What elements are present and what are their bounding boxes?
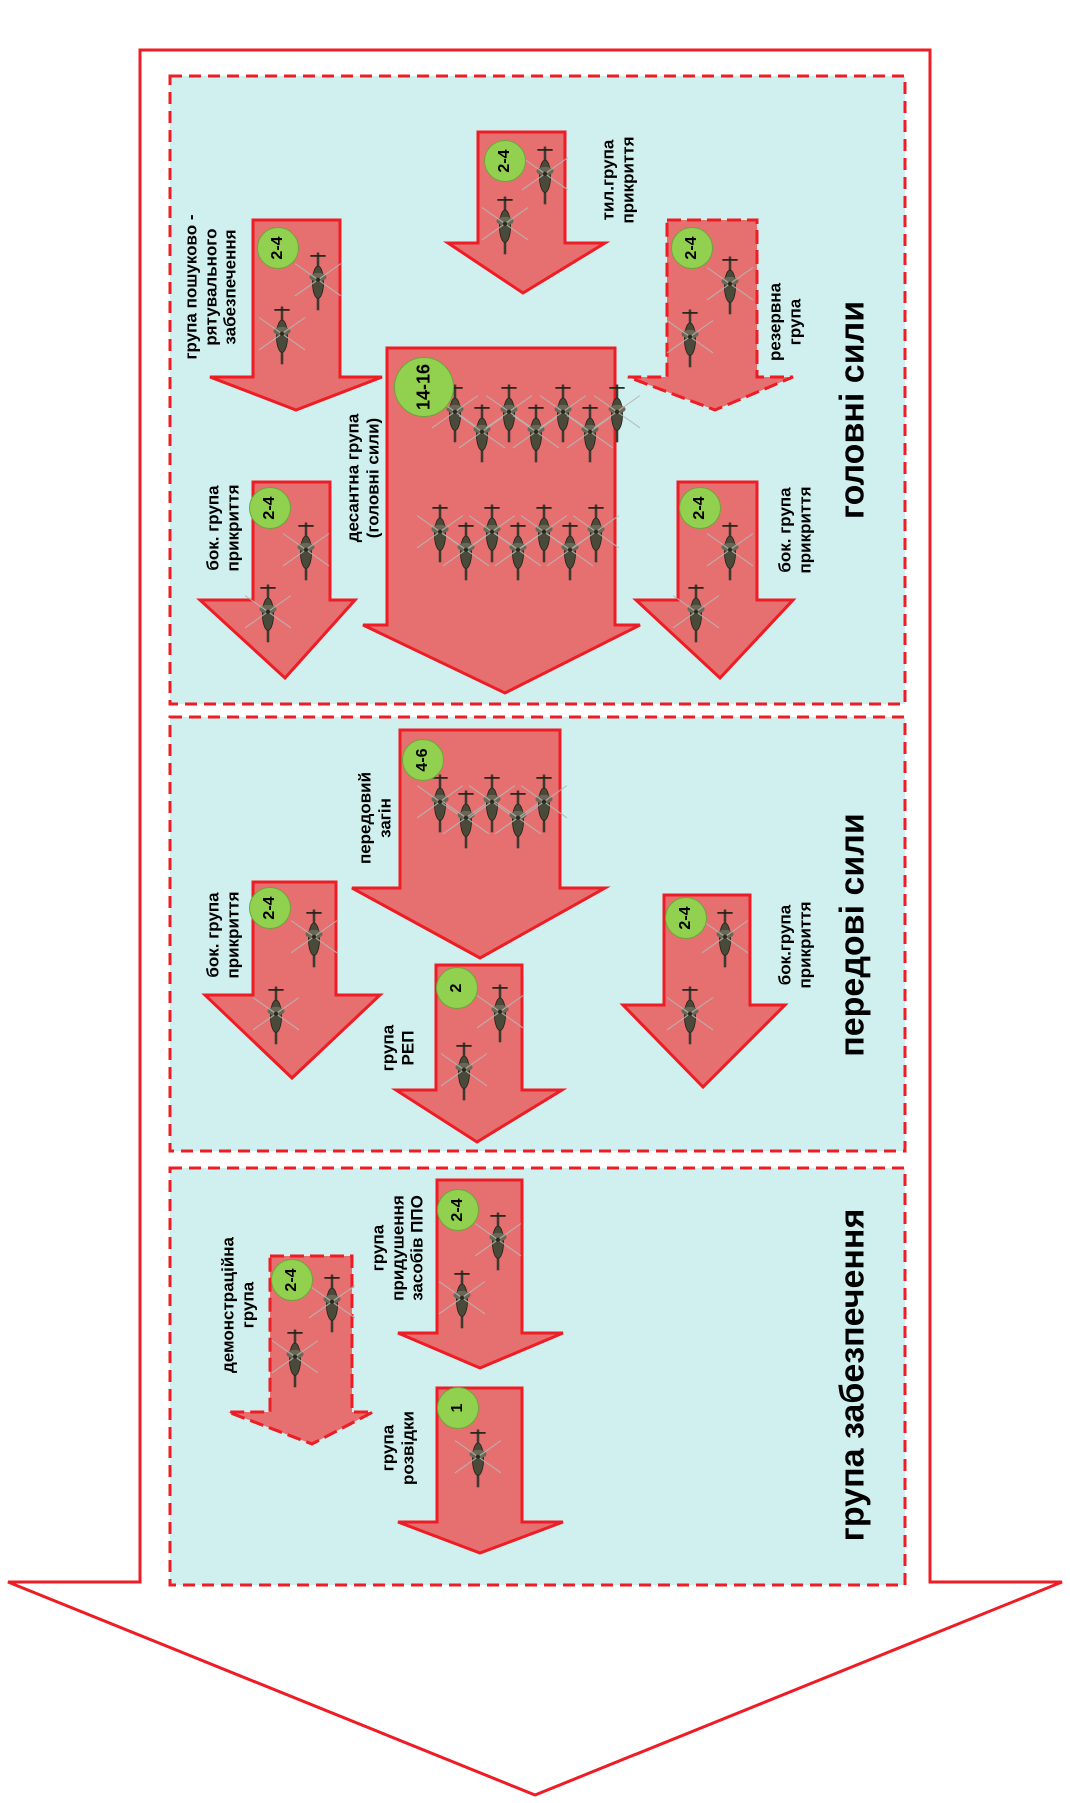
label-flank-left-forward: бок. група прикриття	[203, 891, 242, 979]
count-badge-landing: 14-16	[394, 357, 454, 417]
count-badge-ew: 2	[436, 967, 478, 1009]
label-search-rescue: група пошуково - рятувального забезпечен…	[181, 214, 240, 360]
label-flank-right-forward: бок.група прикриття	[775, 901, 814, 989]
count-badge-rear-cover: 2-4	[484, 140, 526, 182]
label-advance: передовий загін	[355, 771, 394, 865]
count-badge-advance: 4-6	[402, 739, 444, 781]
arrow-flank-right-forward	[619, 893, 789, 1090]
count-badge-search-rescue: 2-4	[257, 227, 299, 269]
arrow-advance	[351, 728, 611, 960]
label-sead: група придушення засобів ППО	[368, 1195, 427, 1301]
count-badge-flank-left-main: 2-4	[249, 487, 291, 529]
label-demo: демонстраційна група	[218, 1237, 257, 1373]
arrow-flank-right-main	[632, 480, 797, 681]
arrow-flank-left-forward	[201, 880, 384, 1081]
arrow-search-rescue	[209, 218, 383, 412]
count-badge-flank-left-forward: 2-4	[249, 887, 291, 929]
label-flank-left-main: бок. група прикриття	[203, 484, 242, 572]
label-flank-right-main: бок. група прикриття	[775, 486, 814, 574]
arrow-sead	[397, 1178, 564, 1370]
count-badge-flank-right-forward: 2-4	[665, 897, 707, 939]
section-title-forward: передові сили	[833, 813, 872, 1057]
label-reserve: резервна група	[765, 282, 804, 362]
count-badge-sead: 2-4	[437, 1189, 479, 1231]
label-rear-cover: тил.група прикриття	[598, 136, 637, 224]
label-recon: група розвідки	[378, 1411, 417, 1485]
arrow-ew	[390, 963, 568, 1144]
label-ew: група РЕП	[378, 1024, 417, 1072]
count-badge-reserve: 2-4	[671, 227, 713, 269]
arrow-reserve	[627, 218, 794, 412]
count-badge-demo: 2-4	[271, 1259, 313, 1301]
arrow-landing	[362, 346, 641, 695]
count-badge-recon: 1	[437, 1387, 479, 1429]
count-badge-flank-right-main: 2-4	[679, 487, 721, 529]
arrow-flank-left-main	[196, 480, 359, 681]
label-landing: десантна група (головні сили)	[343, 413, 382, 543]
section-title-support: група забезпечення	[833, 1208, 872, 1542]
section-title-main: головні сили	[833, 300, 872, 520]
